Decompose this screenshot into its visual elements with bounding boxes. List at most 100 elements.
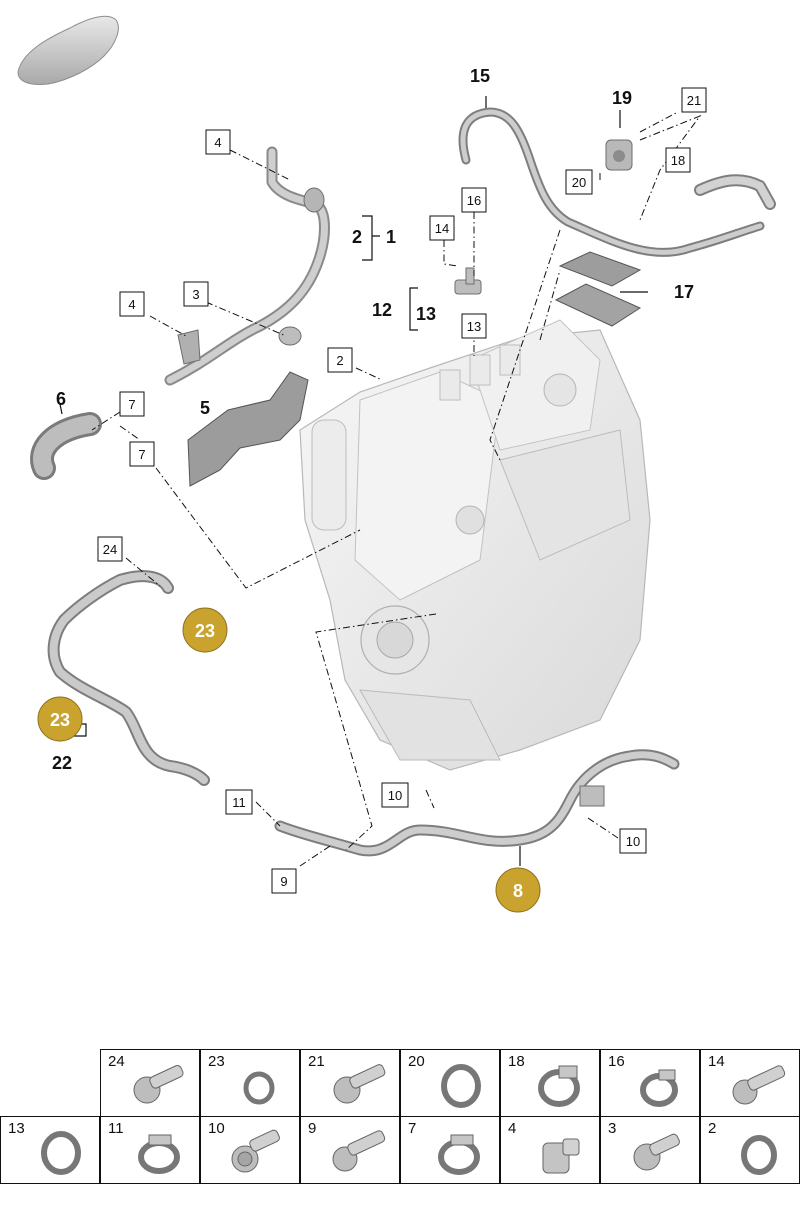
callout-box-13: 13 bbox=[461, 313, 487, 339]
label-12: 12 bbox=[372, 300, 392, 320]
fitting-12 bbox=[454, 267, 482, 295]
legend-number: 24 bbox=[108, 1053, 125, 1070]
svg-text:18: 18 bbox=[671, 153, 685, 168]
hose-6 bbox=[30, 412, 102, 480]
callout-circle-23-right: 23 bbox=[182, 607, 228, 653]
legend-cell: 20 bbox=[400, 1049, 500, 1117]
svg-text:8: 8 bbox=[513, 881, 523, 901]
legend-cell: 14 bbox=[700, 1049, 800, 1117]
svg-text:7: 7 bbox=[128, 397, 135, 412]
callout-box-7-upper: 7 bbox=[119, 391, 145, 417]
hose-clamp-icon bbox=[538, 1065, 580, 1107]
bolt-icon bbox=[333, 1064, 386, 1104]
callout-box-10-left: 10 bbox=[381, 782, 409, 808]
legend-cell: 2 bbox=[700, 1116, 800, 1184]
bolt-icon bbox=[332, 1130, 386, 1172]
callout-box-9: 9 bbox=[271, 868, 297, 894]
bolt-icon bbox=[633, 1133, 680, 1171]
label-17: 17 bbox=[674, 282, 694, 302]
vehicle-silhouette-icon bbox=[17, 15, 119, 85]
callout-box-18: 18 bbox=[665, 147, 691, 173]
callout-circle-8: 8 bbox=[495, 867, 541, 913]
label-5: 5 bbox=[200, 398, 210, 418]
svg-text:10: 10 bbox=[626, 834, 640, 849]
legend-number: 23 bbox=[208, 1053, 225, 1070]
svg-text:21: 21 bbox=[687, 93, 701, 108]
legend-cell: 24 bbox=[100, 1049, 200, 1117]
svg-text:4: 4 bbox=[214, 135, 221, 150]
callout-box-21: 21 bbox=[681, 87, 707, 113]
svg-text:11: 11 bbox=[232, 795, 246, 810]
callout-box-16: 16 bbox=[461, 187, 487, 213]
label-1: 1 bbox=[386, 227, 396, 247]
legend-cell: 4 bbox=[500, 1116, 600, 1184]
svg-text:23: 23 bbox=[195, 621, 215, 641]
legend-number: 3 bbox=[608, 1120, 617, 1137]
svg-text:2: 2 bbox=[336, 353, 343, 368]
svg-text:20: 20 bbox=[572, 175, 586, 190]
legend-cell: 23 bbox=[200, 1049, 300, 1117]
seal-ring-icon bbox=[41, 1131, 81, 1175]
callout-box-20: 20 bbox=[565, 169, 593, 195]
svg-text:24: 24 bbox=[103, 542, 117, 557]
legend-cell: 3 bbox=[600, 1116, 700, 1184]
callout-box-10-right: 10 bbox=[619, 828, 647, 854]
svg-text:13: 13 bbox=[467, 319, 481, 334]
bolt-icon bbox=[732, 1065, 786, 1105]
legend-number: 21 bbox=[308, 1053, 325, 1070]
callout-box-3: 3 bbox=[183, 281, 209, 307]
label-6: 6 bbox=[56, 389, 66, 409]
coolant-pipe-8 bbox=[274, 749, 680, 857]
legend-cell: 16 bbox=[600, 1049, 700, 1117]
callout-box-7-lower: 7 bbox=[129, 441, 155, 467]
legend-number: 10 bbox=[208, 1120, 225, 1137]
engine-block bbox=[299, 319, 651, 771]
group-brackets bbox=[59, 96, 648, 866]
svg-text:7: 7 bbox=[138, 447, 145, 462]
legend-number: 9 bbox=[308, 1120, 317, 1137]
legend-number: 20 bbox=[408, 1053, 425, 1070]
callout-box-11: 11 bbox=[225, 789, 253, 815]
heat-shield-5 bbox=[187, 371, 309, 487]
connector-19 bbox=[605, 139, 633, 171]
coolant-pipe-15 bbox=[458, 107, 776, 257]
svg-text:9: 9 bbox=[280, 874, 287, 889]
svg-text:23: 23 bbox=[50, 710, 70, 730]
label-2: 2 bbox=[352, 227, 362, 247]
svg-text:3: 3 bbox=[192, 287, 199, 302]
svg-text:14: 14 bbox=[435, 221, 449, 236]
leader-lines bbox=[91, 111, 702, 867]
hose-clamp-icon bbox=[438, 1134, 480, 1175]
svg-text:10: 10 bbox=[388, 788, 402, 803]
svg-text:16: 16 bbox=[467, 193, 481, 208]
hose-clamp-icon bbox=[640, 1069, 678, 1107]
legend-cell: 10 bbox=[200, 1116, 300, 1184]
legend-number: 7 bbox=[408, 1120, 417, 1137]
legend-cell: 13 bbox=[0, 1116, 100, 1184]
callout-box-4-left: 4 bbox=[119, 291, 145, 317]
label-22: 22 bbox=[52, 753, 72, 773]
label-15: 15 bbox=[470, 66, 490, 86]
bolt-icon bbox=[133, 1065, 184, 1104]
legend-cell: 21 bbox=[300, 1049, 400, 1117]
legend-number: 11 bbox=[108, 1120, 124, 1137]
seal-ring-icon bbox=[441, 1064, 481, 1108]
legend-cell: 18 bbox=[500, 1049, 600, 1117]
callout-box-14: 14 bbox=[429, 215, 455, 241]
legend-number: 2 bbox=[708, 1120, 717, 1137]
seal-ring-small-icon bbox=[243, 1071, 275, 1105]
legend-cell: 9 bbox=[300, 1116, 400, 1184]
legend-number: 14 bbox=[708, 1053, 725, 1070]
label-13: 13 bbox=[416, 304, 436, 324]
legend-number: 18 bbox=[508, 1053, 525, 1070]
svg-text:4: 4 bbox=[128, 297, 135, 312]
callout-box-4-top: 4 bbox=[205, 129, 231, 155]
coolant-pipe-2 bbox=[164, 146, 330, 386]
legend-cell: 11 bbox=[100, 1116, 200, 1184]
flange-bolt-icon bbox=[231, 1129, 280, 1173]
hose-clamp-icon bbox=[138, 1134, 180, 1174]
seal-ring-icon bbox=[741, 1135, 777, 1175]
hollow-bolt-icon bbox=[542, 1138, 580, 1174]
label-19: 19 bbox=[612, 88, 632, 108]
